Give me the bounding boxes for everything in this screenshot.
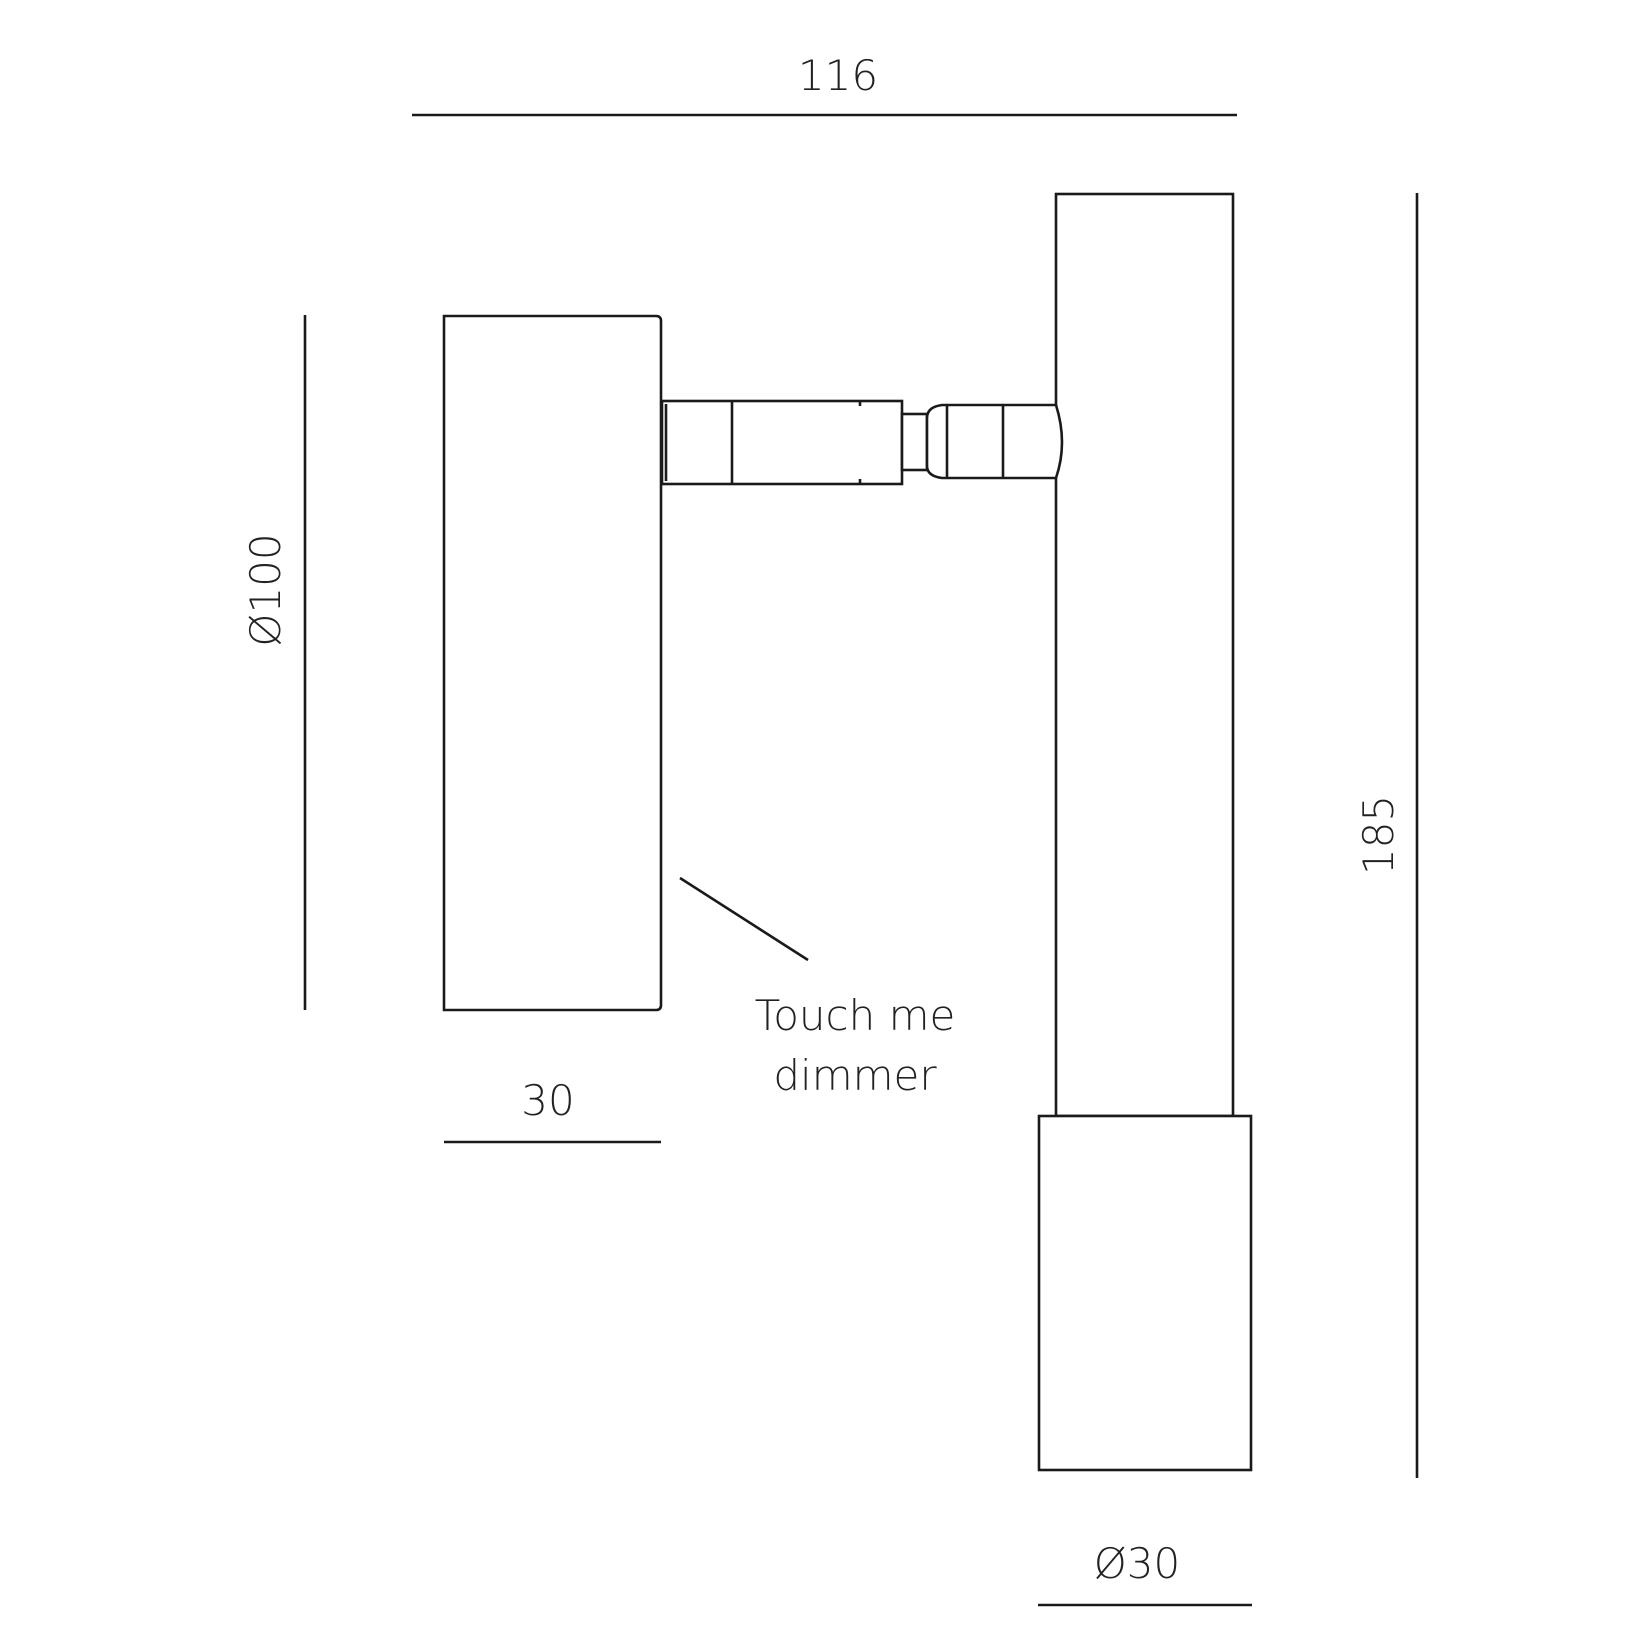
lamp-head (442, 314, 663, 1012)
dimension-label-overall-height: 185 (1354, 795, 1403, 875)
dimension-label-overall-width: 116 (798, 51, 878, 100)
dimension-label-base-diameter: Ø30 (1094, 1539, 1181, 1588)
connector-neck (900, 412, 929, 472)
annotation-leader-line (679, 876, 809, 962)
lamp-base (1037, 1114, 1253, 1472)
dimension-head-diameter: Ø100 (241, 315, 307, 1010)
dimension-overall-width: 116 (412, 51, 1237, 117)
connector-arm (660, 399, 1064, 486)
dimension-overall-height: 185 (1354, 193, 1419, 1478)
annotation-touch-dimmer: Touch me dimmer (679, 876, 956, 1100)
dimension-base-diameter: Ø30 (1038, 1539, 1252, 1607)
dimension-head-depth: 30 (444, 1076, 661, 1144)
dimension-label-head-diameter: Ø100 (241, 533, 290, 646)
annotation-text-line2: dimmer (773, 1051, 937, 1100)
annotation-text-line1: Touch me (755, 991, 956, 1040)
lamp-column (1054, 192, 1235, 1118)
connector-sleeve (660, 399, 904, 486)
connector-knuckle (925, 403, 1064, 480)
dimension-label-head-depth: 30 (521, 1076, 574, 1125)
